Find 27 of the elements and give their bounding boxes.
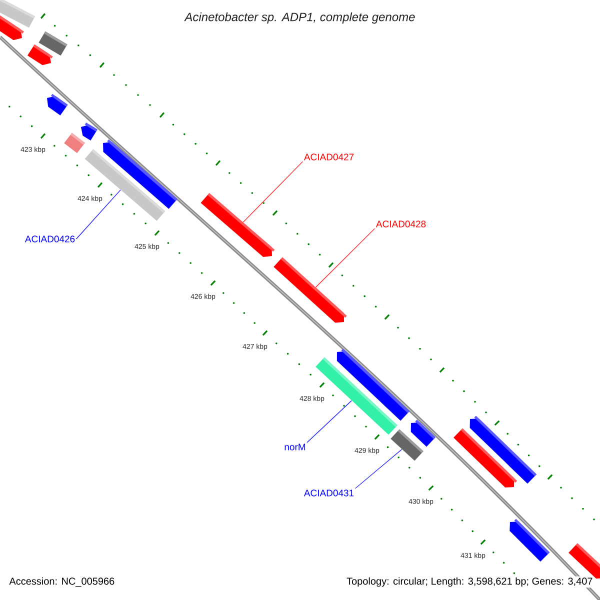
gene-block <box>81 122 98 141</box>
gene-block <box>0 14 24 40</box>
leader-line <box>306 400 352 443</box>
gene-label: norM <box>284 444 306 450</box>
leader-line <box>76 190 121 240</box>
gene-block <box>0 0 36 28</box>
gene-label: ACIAD0426 <box>24 236 75 242</box>
gene-block <box>510 518 550 562</box>
gene-label: ACIAD0427 <box>304 154 354 160</box>
accession-note: Accession: NC_005966 <box>9 577 114 587</box>
gene-label: ACIAD0431 <box>304 490 354 496</box>
gene-block <box>410 420 436 447</box>
gene-block <box>200 193 275 257</box>
leader-line <box>354 449 402 489</box>
gene-block <box>568 543 600 579</box>
gene-label: ACIAD0428 <box>376 220 426 228</box>
gene-block <box>316 357 398 435</box>
gene-block <box>390 429 424 461</box>
leader-line <box>315 228 376 288</box>
gene-block <box>274 257 347 323</box>
gene-block <box>47 94 68 116</box>
genome-stats-note: Topology: circular; Length: 3,598,621 bp; Genes: 3,407 <box>346 576 594 588</box>
title: Acinetobacter sp. ADP1, complete genome <box>184 12 415 24</box>
gene-block <box>454 428 518 488</box>
leader-line <box>242 161 304 223</box>
gene-block <box>27 44 53 66</box>
gene-block <box>64 132 85 154</box>
